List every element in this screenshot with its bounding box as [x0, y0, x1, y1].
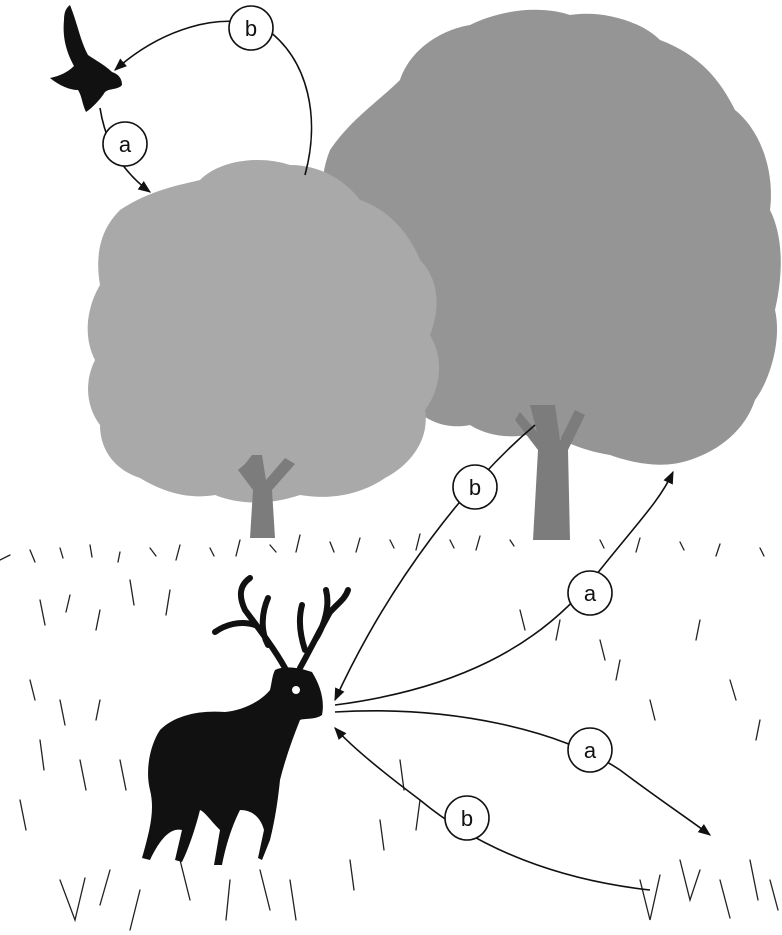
node-label-a: a: [119, 132, 132, 157]
deer-icon: [142, 578, 348, 865]
node-a-bird: a: [103, 122, 147, 166]
node-label-b: b: [469, 475, 481, 500]
node-b-grass-deer: b: [445, 796, 489, 840]
arrow-deer-to-tree: [335, 472, 673, 705]
node-label-b: b: [461, 806, 473, 831]
grass-icon: [0, 534, 778, 930]
small-tree-icon: [88, 160, 439, 538]
node-b-top: b: [229, 6, 273, 50]
node-label-a: a: [584, 738, 597, 763]
node-b-tree-deer: b: [453, 465, 497, 509]
node-label-b: b: [245, 16, 257, 41]
node-label-a: a: [584, 581, 597, 606]
bird-of-prey-icon: [50, 5, 122, 112]
node-a-deer-grass: a: [568, 728, 612, 772]
node-a-deer-tree: a: [568, 571, 612, 615]
arrow-deer-to-grass: [335, 711, 710, 835]
